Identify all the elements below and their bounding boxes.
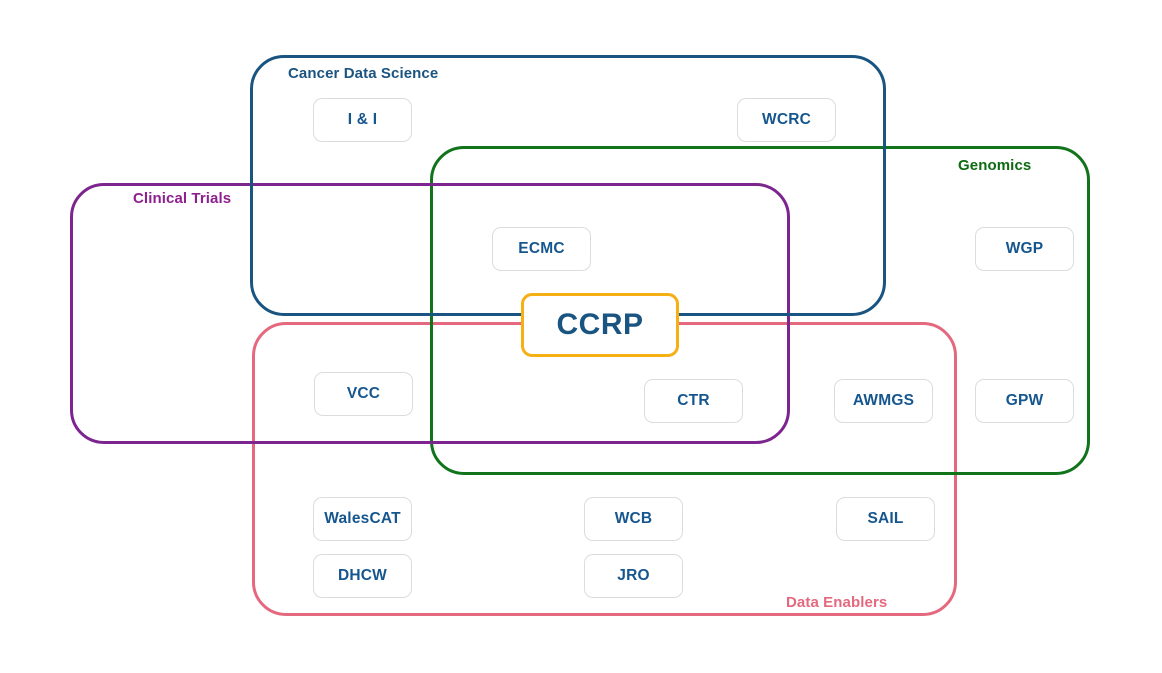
node-dhcw[interactable]: DHCW <box>313 554 412 598</box>
domain-label-data-enablers: Data Enablers <box>786 594 888 611</box>
node-wgp[interactable]: WGP <box>975 227 1074 271</box>
node-walescat[interactable]: WalesCAT <box>313 497 412 541</box>
node-i-and-i[interactable]: I & I <box>313 98 412 142</box>
domain-label-clinical-trials: Clinical Trials <box>133 190 232 207</box>
node-wcb[interactable]: WCB <box>584 497 683 541</box>
node-ccrp[interactable]: CCRP <box>521 293 679 357</box>
domain-label-genomics: Genomics <box>958 157 1032 174</box>
domain-label-cancer-data-science: Cancer Data Science <box>288 65 439 82</box>
node-jro[interactable]: JRO <box>584 554 683 598</box>
node-ecmc[interactable]: ECMC <box>492 227 591 271</box>
node-vcc[interactable]: VCC <box>314 372 413 416</box>
domain-box-genomics <box>430 146 1090 475</box>
node-gpw[interactable]: GPW <box>975 379 1074 423</box>
node-wcrc[interactable]: WCRC <box>737 98 836 142</box>
node-sail[interactable]: SAIL <box>836 497 935 541</box>
node-awmgs[interactable]: AWMGS <box>834 379 933 423</box>
domain-box-cancer-data-science <box>250 55 886 316</box>
node-ctr[interactable]: CTR <box>644 379 743 423</box>
